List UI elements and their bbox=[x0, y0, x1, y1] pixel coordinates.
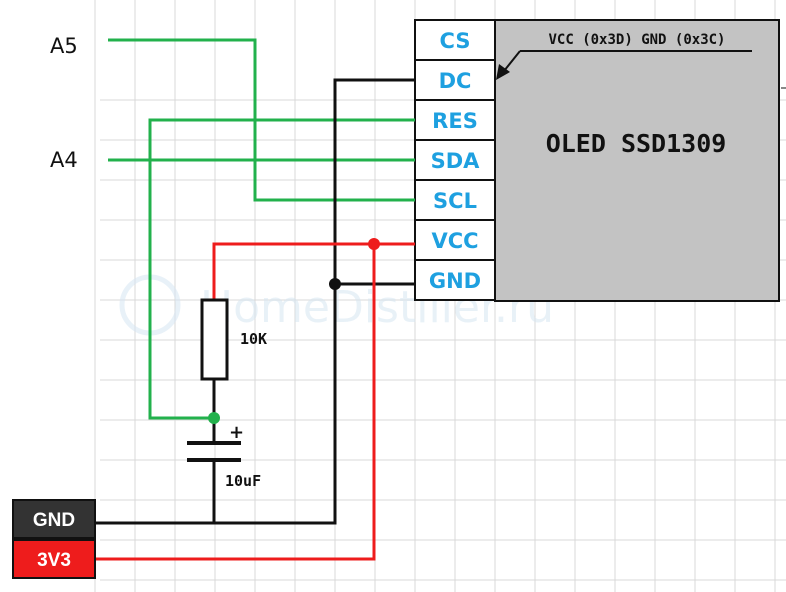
junction-vcc bbox=[368, 238, 380, 250]
oled-pin-header: CS DC RES SDA SCL VCC GND bbox=[414, 19, 496, 301]
wire-vcc-to-resistor bbox=[212, 242, 415, 300]
capacitor-polarity: + bbox=[229, 422, 244, 443]
input-label-a5: A5 bbox=[50, 34, 78, 58]
power-block-gnd bbox=[12, 499, 96, 539]
oled-module bbox=[494, 19, 780, 302]
pin-box-cs bbox=[414, 19, 496, 61]
junction-gnd bbox=[329, 278, 341, 290]
wire-3v3-to-vcc bbox=[95, 244, 376, 561]
power-label-3v3: 3V3 bbox=[37, 550, 71, 571]
address-pointer-line bbox=[503, 50, 521, 72]
pin-box-gnd bbox=[414, 259, 496, 301]
pin-box-vcc bbox=[414, 219, 496, 261]
junction-res-cap bbox=[208, 412, 220, 424]
pin-label-res: RES bbox=[432, 109, 478, 133]
pin-label-vcc: VCC bbox=[431, 229, 478, 253]
power-block-3v3 bbox=[12, 539, 96, 579]
pin-label-gnd: GND bbox=[429, 269, 481, 293]
resistor-label: 10K bbox=[240, 330, 267, 348]
address-note: VCC (0x3D) GND (0x3C) bbox=[548, 32, 725, 48]
capacitor-label: 10uF bbox=[225, 472, 261, 490]
wire-res-to-cap bbox=[148, 118, 415, 420]
pin-label-dc: DC bbox=[439, 69, 472, 93]
pin-label-cs: CS bbox=[440, 29, 471, 53]
pin-label-scl: SCL bbox=[433, 189, 477, 213]
resistor-10k bbox=[200, 298, 229, 381]
input-label-a4: A4 bbox=[50, 148, 78, 172]
power-label-gnd: GND bbox=[33, 510, 75, 531]
pin-label-sda: SDA bbox=[431, 149, 481, 173]
oled-title: OLED SSD1309 bbox=[546, 129, 727, 158]
address-pointer-arrow bbox=[496, 64, 510, 80]
pin-box-scl bbox=[414, 179, 496, 221]
